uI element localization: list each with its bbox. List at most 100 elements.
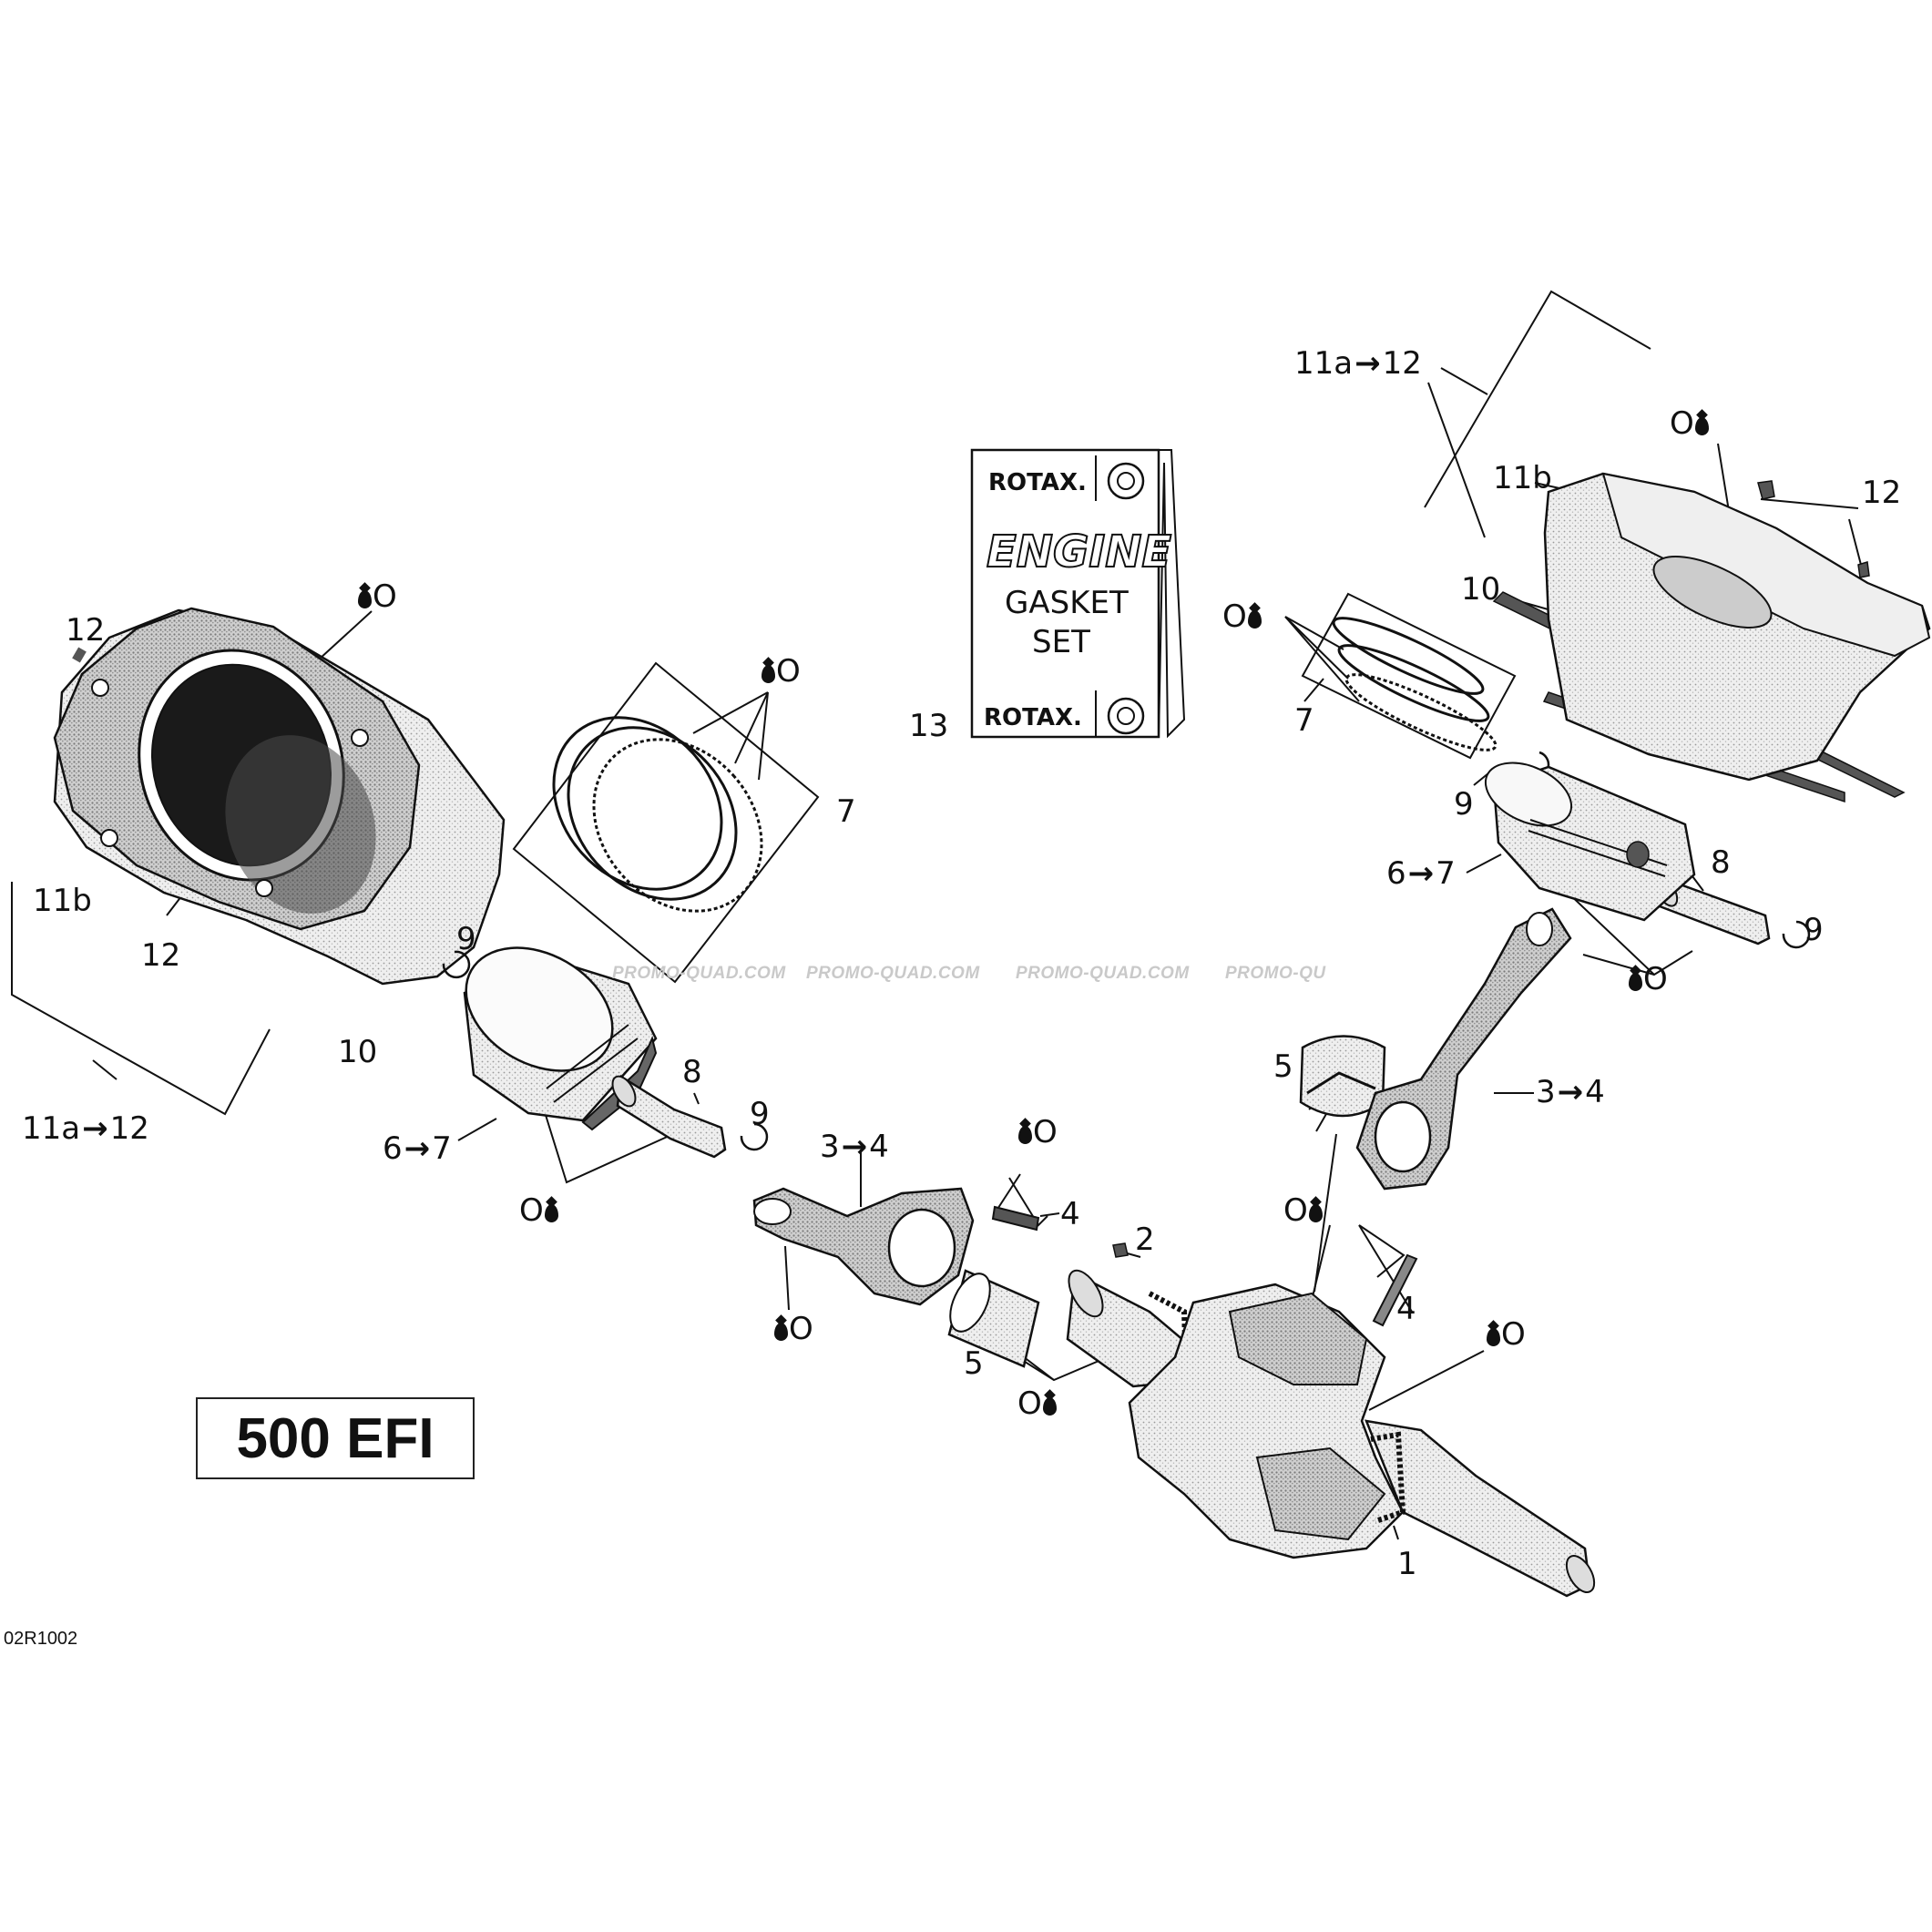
label-9-right-bottom: 9	[1804, 912, 1824, 948]
callout-from: 6	[1386, 855, 1406, 892]
gasket-title-gasket: GASKET	[1005, 585, 1129, 621]
ring-icon: O	[776, 653, 801, 690]
oil-ring-marker-right-top: O	[1669, 408, 1709, 439]
ring-icon: O	[1017, 1385, 1042, 1422]
crankshaft	[1066, 1269, 1596, 1598]
label-9-right-top: 9	[1454, 786, 1474, 823]
label-9-left-top: 9	[456, 921, 476, 957]
callout-to: 12	[109, 1110, 149, 1147]
oil-drop-icon	[1247, 610, 1262, 629]
figure-id: 02R1002	[4, 1629, 78, 1649]
gasket-set-card: ROTAX. ENGINE GASKET SET ROTAX.	[970, 448, 1186, 739]
left-bearing	[947, 1269, 1040, 1368]
watermark-3: PROMO-QUAD.COM	[1016, 964, 1190, 983]
watermark-4: PROMO-QU	[1225, 964, 1326, 983]
ring-icon: O	[1501, 1316, 1526, 1353]
right-piston-rings	[1332, 617, 1498, 751]
callout-to: 7	[1436, 855, 1456, 892]
label-4-mid: 4	[1060, 1196, 1080, 1232]
label-12-left-top: 12	[66, 612, 106, 649]
callout-6-7-right: 6→7	[1386, 858, 1456, 889]
woodruff-key	[1112, 1242, 1129, 1258]
callout-from: 6	[383, 1130, 403, 1167]
right-cylinder	[1492, 472, 1931, 803]
gasket-brand-top: ROTAX.	[988, 469, 1087, 496]
oil-ring-marker-left-piston: O	[518, 1195, 558, 1226]
callout-to: 4	[1585, 1074, 1605, 1110]
callout-11a-12-left: 11a→12	[22, 1113, 149, 1144]
label-12-left-bottom: 12	[141, 937, 181, 974]
model-label-box: 500 EFI	[196, 1397, 475, 1479]
label-1: 1	[1397, 1546, 1417, 1582]
watermark-2: PROMO-QUAD.COM	[806, 964, 980, 983]
callout-from: 11a	[1294, 345, 1354, 382]
label-5-left: 5	[964, 1345, 984, 1382]
label-7-right: 7	[1294, 702, 1314, 739]
oil-drop-icon	[1308, 1204, 1323, 1222]
drop-oil-marker-left-conrod: O	[774, 1314, 814, 1344]
ring-icon: O	[373, 578, 397, 615]
left-connecting-rod	[752, 1187, 975, 1306]
label-2: 2	[1135, 1222, 1155, 1258]
arrow-icon: →	[82, 1110, 108, 1147]
arrow-icon: →	[1407, 855, 1435, 892]
arrow-icon: →	[404, 1130, 431, 1167]
ring-icon: O	[789, 1311, 813, 1347]
right-piston	[1484, 762, 1696, 922]
label-9-left-bottom: 9	[750, 1096, 770, 1132]
callout-to: 12	[1382, 345, 1422, 382]
arrow-icon: →	[1354, 345, 1381, 382]
label-5-right: 5	[1273, 1048, 1293, 1085]
left-piston-pin	[611, 1074, 727, 1159]
drop-oil-marker-crank-end: O	[1487, 1319, 1527, 1350]
label-8-left: 8	[682, 1054, 702, 1090]
oil-drop-icon	[1042, 1397, 1057, 1416]
watermark-1: PROMO-QUAD.COM	[612, 964, 786, 983]
oil-drop-icon	[774, 1323, 788, 1341]
callout-6-7-left: 6→7	[383, 1133, 452, 1164]
callout-from: 3	[820, 1129, 840, 1165]
arrow-icon: →	[1557, 1074, 1584, 1110]
ring-icon: O	[1033, 1114, 1058, 1150]
gasket-title-set: SET	[1032, 624, 1090, 660]
left-piston	[463, 946, 658, 1131]
conrod-bolt-right	[1372, 1253, 1418, 1327]
callout-3-4-mid: 3→4	[820, 1131, 889, 1162]
ring-icon: O	[1643, 961, 1668, 997]
label-10-left: 10	[338, 1034, 378, 1070]
label-13: 13	[909, 708, 949, 744]
label-11b-right: 11b	[1493, 460, 1552, 496]
label-4-right: 4	[1396, 1291, 1416, 1327]
label-8-right: 8	[1711, 844, 1731, 881]
callout-3-4-right: 3→4	[1536, 1077, 1605, 1108]
label-11b-left: 11b	[33, 883, 92, 919]
callout-from: 11a	[22, 1110, 81, 1147]
callout-to: 7	[432, 1130, 452, 1167]
oil-drop-icon	[544, 1204, 558, 1222]
oil-ring-marker-bottom-mid: O	[1017, 1388, 1057, 1419]
left-piston-rings	[552, 716, 763, 913]
oil-drop-icon	[1487, 1328, 1500, 1346]
label-12-right: 12	[1862, 475, 1902, 511]
oil-drop-icon	[1018, 1126, 1032, 1144]
callout-from: 3	[1536, 1074, 1556, 1110]
oil-drop-icon	[1694, 417, 1709, 435]
left-cylinder	[53, 607, 506, 986]
callout-to: 4	[869, 1129, 889, 1165]
ring-icon: O	[1670, 405, 1694, 442]
gasket-brand-bottom: ROTAX.	[984, 704, 1082, 731]
ring-icon: O	[1283, 1192, 1308, 1229]
conrod-bolt-mid	[991, 1205, 1040, 1232]
oil-ring-marker-right-rings: O	[1222, 601, 1262, 632]
ring-icon: O	[519, 1192, 544, 1229]
drop-oil-marker-left-rings: O	[762, 656, 802, 687]
ring-icon: O	[1222, 598, 1247, 635]
oil-drop-icon	[1629, 973, 1642, 991]
drop-oil-marker-right-piston: O	[1629, 964, 1669, 995]
gasket-title-engine: ENGINE	[986, 526, 1171, 578]
oil-ring-marker-right-crank: O	[1283, 1195, 1323, 1226]
label-10-right: 10	[1461, 571, 1501, 608]
label-7-left: 7	[836, 793, 856, 830]
arrow-icon: →	[841, 1129, 868, 1165]
